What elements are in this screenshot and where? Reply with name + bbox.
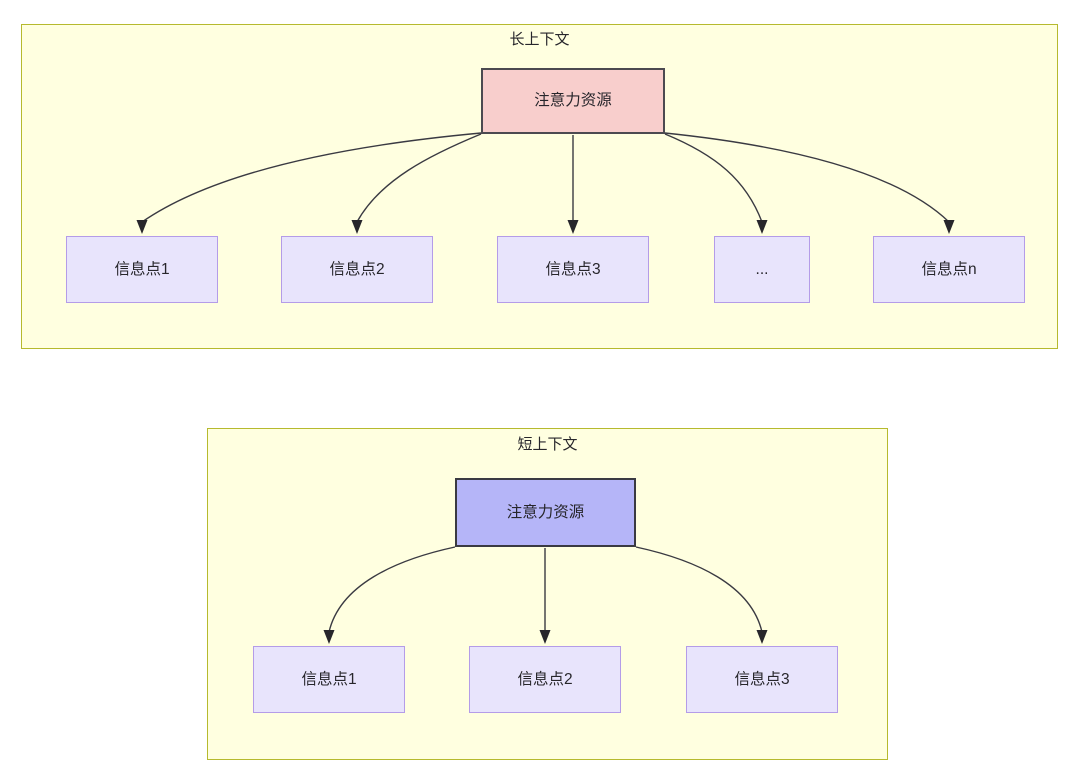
panel-long-context-title: 长上下文 <box>509 31 570 48</box>
node-short-context-leaf-3[interactable]: 信息点3 <box>686 646 838 713</box>
node-short-context-leaf-1[interactable]: 信息点1 <box>253 646 405 713</box>
node-long-context-leaf-3[interactable]: 信息点3 <box>497 236 649 303</box>
node-short-context-root[interactable]: 注意力资源 <box>455 478 636 547</box>
node-long-context-leaf-ellipsis[interactable]: ... <box>714 236 810 303</box>
node-long-context-leaf-2[interactable]: 信息点2 <box>281 236 433 303</box>
panel-short-context-title: 短上下文 <box>517 436 578 453</box>
node-long-context-leaf-n[interactable]: 信息点n <box>873 236 1025 303</box>
node-short-context-leaf-2[interactable]: 信息点2 <box>469 646 621 713</box>
node-long-context-root[interactable]: 注意力资源 <box>481 68 665 134</box>
node-long-context-leaf-1[interactable]: 信息点1 <box>66 236 218 303</box>
